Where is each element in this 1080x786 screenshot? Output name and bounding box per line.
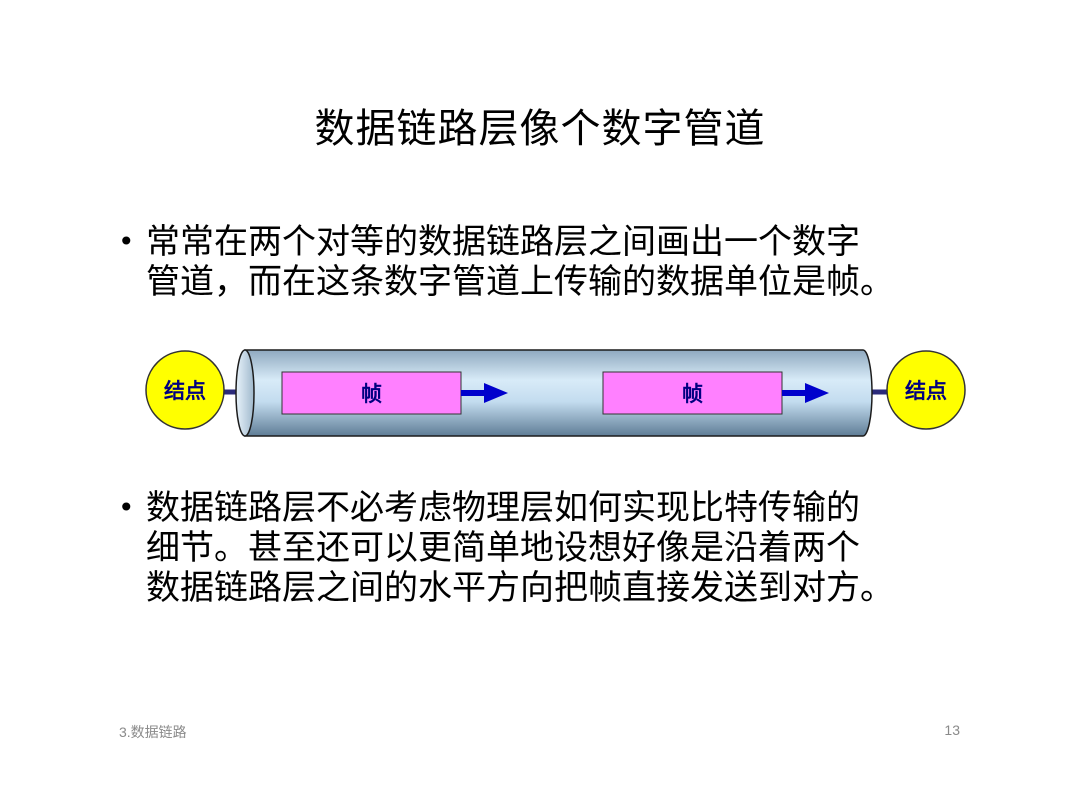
footer-chapter: 3.数据链路 [119,724,187,740]
bullet-item-1: • 常常在两个对等的数据链路层之间画出一个数字 管道，而在这条数字管道上传输的数… [118,222,998,302]
right-node-circle [886,350,966,430]
slide-title: 数据链路层像个数字管道 [314,106,766,152]
pipe [235,349,873,437]
bullet-marker: • [118,225,135,258]
arrow-right-icon [782,383,829,403]
page-number: 13 [944,722,960,738]
frame-label-2: 帧 [682,382,703,406]
bullet-line: 数据链路层不必考虑物理层如何实现比特传输的 [146,488,860,528]
frame-box-2 [602,371,783,415]
bullet-marker: • [118,491,135,524]
bullet-text: 数据链路层不必考虑物理层如何实现比特传输的 细节。甚至还可以更简单地设想好像是沿… [146,488,998,608]
frame-label-1: 帧 [361,382,382,406]
bullet-line: 常常在两个对等的数据链路层之间画出一个数字 [146,222,860,262]
right-node-label: 结点 [905,379,947,403]
bullet-text: 常常在两个对等的数据链路层之间画出一个数字 管道，而在这条数字管道上传输的数据单… [146,222,998,302]
bullet-line: 数据链路层之间的水平方向把帧直接发送到对方。 [146,568,894,608]
bullet-line: 管道，而在这条数字管道上传输的数据单位是帧。 [146,262,894,302]
left-node-label: 结点 [164,379,206,403]
bullet-line: 细节。甚至还可以更简单地设想好像是沿着两个 [146,528,860,568]
bullet-item-2: • 数据链路层不必考虑物理层如何实现比特传输的 细节。甚至还可以更简单地设想好像… [118,488,998,608]
left-node-circle [145,350,225,430]
frame-box-1 [281,371,462,415]
arrow-right-icon [461,383,508,403]
